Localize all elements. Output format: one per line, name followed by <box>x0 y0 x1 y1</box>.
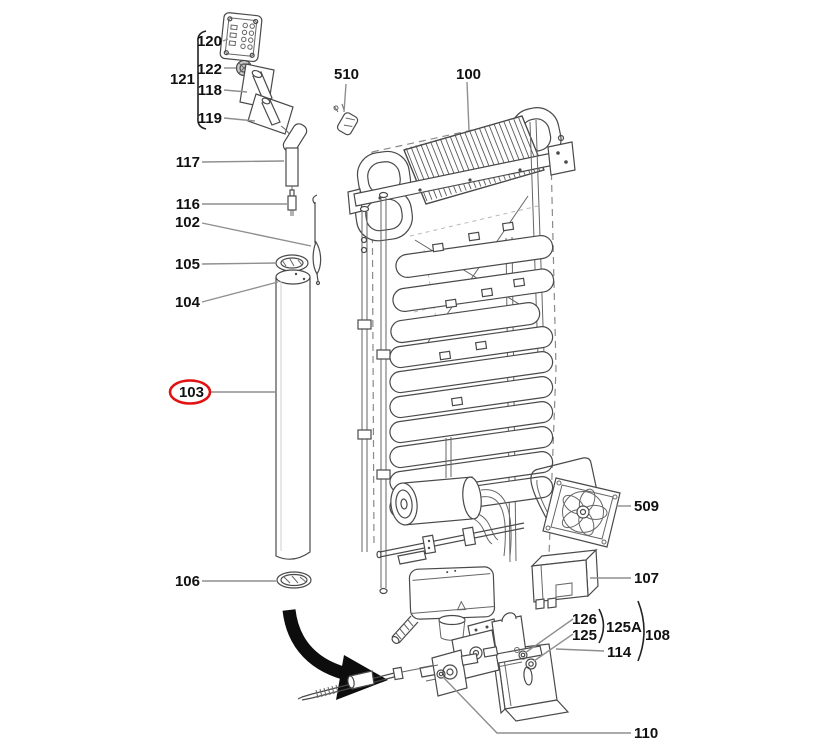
label-121: 121 <box>170 71 195 88</box>
part-117-flue-cap <box>282 123 308 193</box>
label-106: 106 <box>175 573 200 590</box>
label-104: 104 <box>175 294 201 311</box>
leader-100 <box>466 81 470 131</box>
part-120-board <box>219 12 263 63</box>
label-122: 122 <box>197 61 222 78</box>
leader-lines <box>201 38 631 734</box>
cooling-unit-assembly <box>347 107 576 645</box>
label-100: 100 <box>456 66 481 83</box>
label-107: 107 <box>634 570 659 587</box>
highlight-ellipse-103 <box>168 379 212 405</box>
label-114: 114 <box>607 644 632 661</box>
label-125: 125 <box>572 627 597 644</box>
mounting-bar <box>347 134 576 215</box>
label-126: 126 <box>572 611 597 628</box>
part-509-fan <box>530 457 621 548</box>
leader-110 <box>442 676 631 734</box>
label-510: 510 <box>334 66 359 83</box>
part-labels: 120 122 121 118 119 117 116 102 105 104 … <box>170 33 670 742</box>
label-118: 118 <box>198 82 222 99</box>
condenser-coil <box>389 235 555 519</box>
label-105: 105 <box>175 256 200 273</box>
leader-119 <box>223 117 256 122</box>
label-102: 102 <box>175 214 200 231</box>
leader-105 <box>201 262 277 265</box>
absorber-vessel <box>390 437 512 557</box>
part-116-fitting <box>287 189 297 216</box>
grouping-brackets <box>197 30 645 662</box>
leader-118 <box>223 89 248 93</box>
leader-114 <box>555 648 605 652</box>
boiler-housing <box>408 566 496 620</box>
label-119: 119 <box>198 110 222 127</box>
label-108: 108 <box>645 627 670 644</box>
part-106-ring <box>276 571 312 589</box>
part-510-clip <box>333 103 359 136</box>
part-102-baffle <box>312 194 322 286</box>
part-126-nut <box>514 647 528 660</box>
direction-arrow-icon <box>282 609 388 700</box>
bracket-108 <box>637 600 645 662</box>
lower-pipe <box>376 522 525 565</box>
part-103-flue-tube <box>275 269 311 560</box>
leader-510 <box>343 83 347 113</box>
label-117: 117 <box>176 154 200 171</box>
leader-104 <box>201 281 279 303</box>
label-103: 103 <box>179 384 204 401</box>
label-116: 116 <box>176 196 200 213</box>
part-105-ring <box>275 254 309 272</box>
part-125-washer <box>525 658 537 670</box>
label-125a: 125A <box>606 619 642 636</box>
label-110: 110 <box>634 725 658 742</box>
leader-102 <box>201 222 312 247</box>
label-509: 509 <box>634 498 659 515</box>
leader-120 <box>222 38 229 42</box>
leader-117 <box>201 160 285 163</box>
leader-125 <box>533 633 574 662</box>
part-107-container <box>530 548 599 610</box>
leader-126 <box>524 618 574 654</box>
label-120: 120 <box>197 33 222 50</box>
tube-clamps <box>431 221 526 407</box>
bracket-121 <box>197 30 207 130</box>
bracket-125a <box>598 608 605 644</box>
